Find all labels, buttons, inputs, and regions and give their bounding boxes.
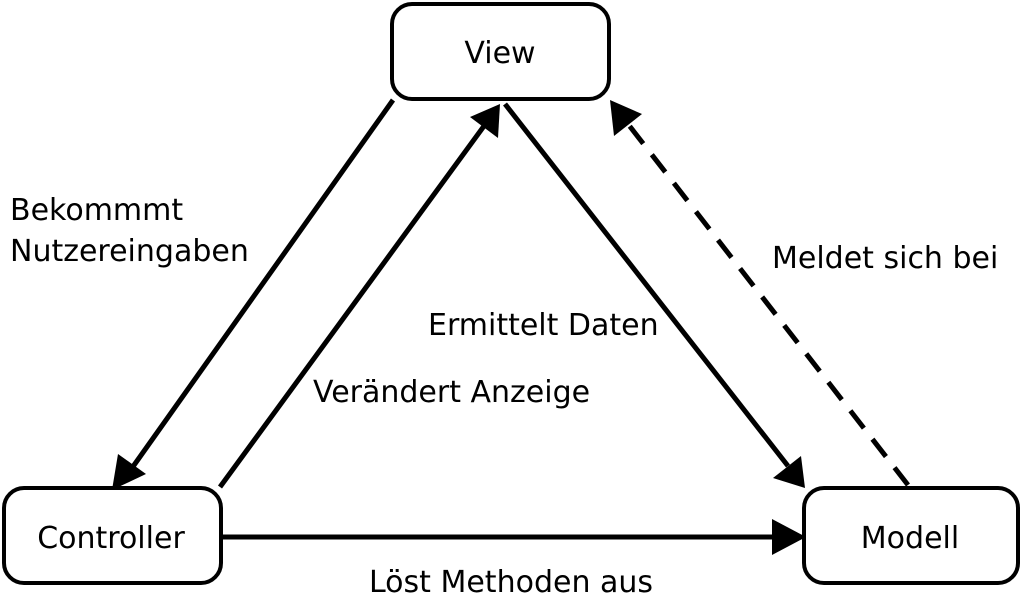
node-model-label: Modell [861,521,959,556]
edge-view-to-controller [112,98,396,490]
arrowhead-at-controller [112,454,146,490]
edge-line-model-to-view [626,122,910,487]
node-view-label: View [464,36,535,71]
edge-view-to-model [503,102,805,488]
node-view-box [390,2,611,101]
label-controller-to-model: Löst Methoden aus [369,565,653,600]
edge-controller-to-model [222,519,806,555]
node-controller: Controller [2,486,223,585]
edge-line-view-to-model [503,102,790,468]
label-view-to-controller-line2: Nutzereingaben [10,234,249,269]
node-controller-label: Controller [37,521,185,556]
arrowhead-at-model-from-controller [772,519,806,555]
node-model-box [802,486,1020,585]
arrowhead-at-view-from-controller [470,104,500,138]
label-controller-to-view: Verändert Anzeige [313,375,590,410]
node-controller-box [2,486,223,585]
edge-line-view-to-controller [129,98,396,470]
label-view-to-controller-line1: Bekommmt [10,193,183,228]
label-view-to-model: Ermittelt Daten [428,308,659,343]
node-model: Modell [802,486,1020,585]
arrowhead-at-model-from-view [773,456,805,488]
label-model-to-view: Meldet sich bei [772,241,998,276]
node-view: View [390,2,611,101]
edge-controller-to-view [217,104,500,489]
edge-line-controller-to-view [217,124,487,489]
arrowhead-at-view-from-model [610,100,642,136]
edge-model-to-view [610,100,910,487]
